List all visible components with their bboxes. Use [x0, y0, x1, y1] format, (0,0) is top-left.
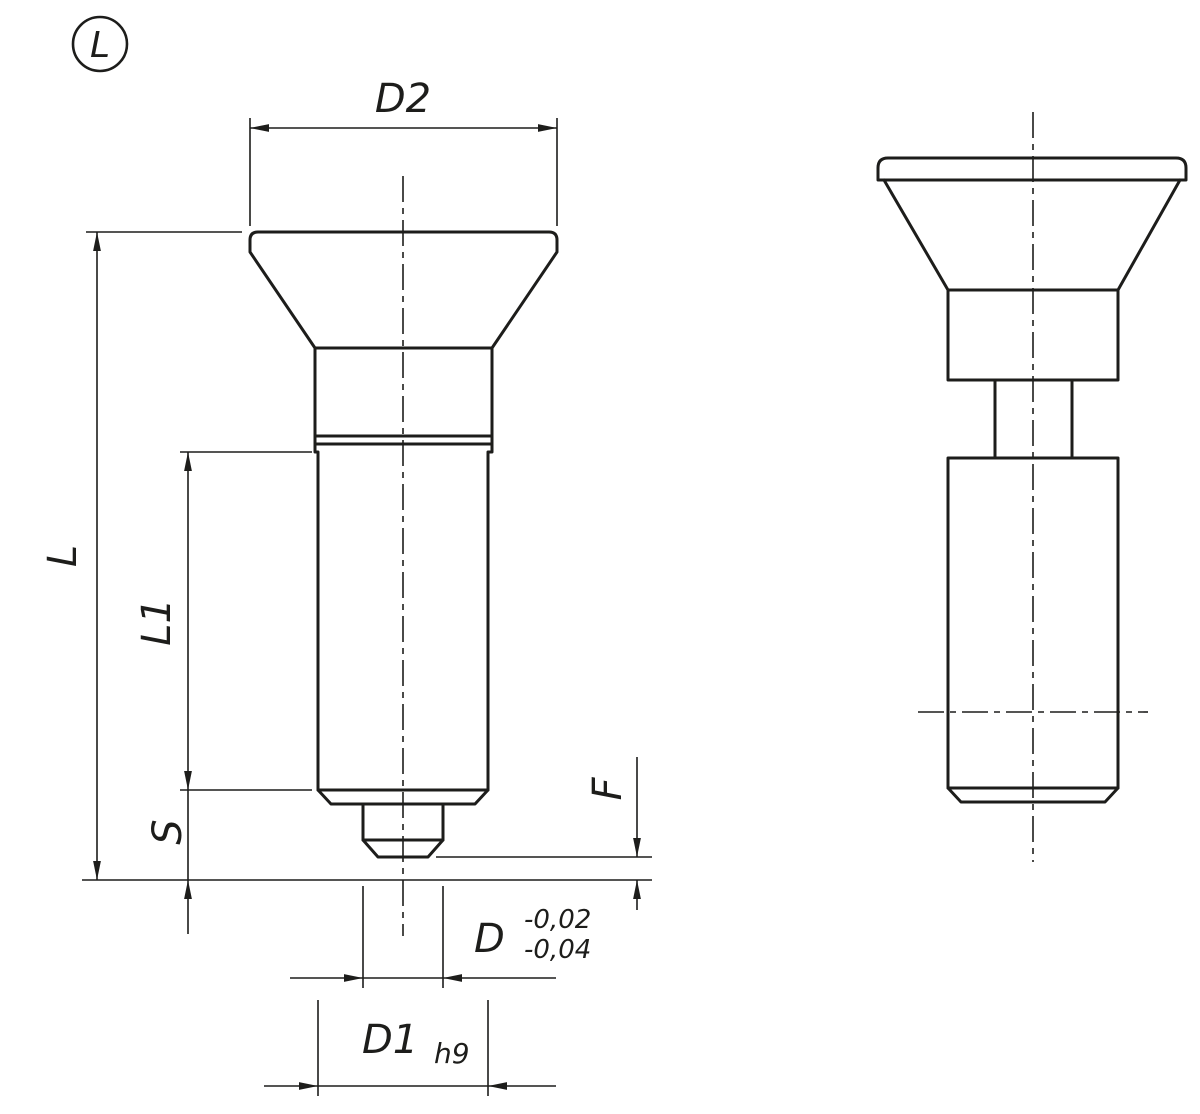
- dim-label-d: D: [474, 916, 505, 962]
- dimension-l1: L1: [134, 451, 312, 791]
- dim-label-d2: D2: [375, 76, 431, 122]
- side-view: [876, 156, 1188, 804]
- dim-label-d-tol-upper: -0,02: [524, 905, 591, 935]
- dim-label-f: F: [585, 777, 631, 801]
- front-pin-outline: [361, 802, 445, 859]
- front-view: [248, 230, 559, 859]
- side-head-taper-right: [1116, 178, 1182, 292]
- variant-badge-circle: [71, 15, 129, 73]
- dim-label-s: S: [145, 819, 191, 844]
- side-head-taper-left: [882, 178, 950, 292]
- side-collar: [946, 288, 1120, 382]
- dim-label-d1-fit: h9: [434, 1037, 470, 1070]
- dim-label-d-tol-lower: -0,04: [524, 935, 591, 965]
- variant-badge: L: [71, 15, 129, 73]
- dim-label-l1: L1: [134, 598, 180, 646]
- dimension-f: F: [82, 757, 652, 910]
- dim-label-d1: D1: [362, 1017, 418, 1063]
- side-head-disc: [876, 156, 1188, 182]
- dimension-d1: D1 h9: [264, 1000, 556, 1096]
- variant-badge-label: L: [90, 25, 110, 66]
- dimension-d: D -0,02 -0,04: [290, 886, 591, 988]
- dim-label-l: L: [40, 545, 86, 567]
- dimension-l: L: [40, 231, 242, 880]
- front-head-collar-body-outline: [248, 230, 559, 806]
- dimension-s: S: [145, 790, 192, 934]
- dimension-d2: D2: [249, 76, 558, 226]
